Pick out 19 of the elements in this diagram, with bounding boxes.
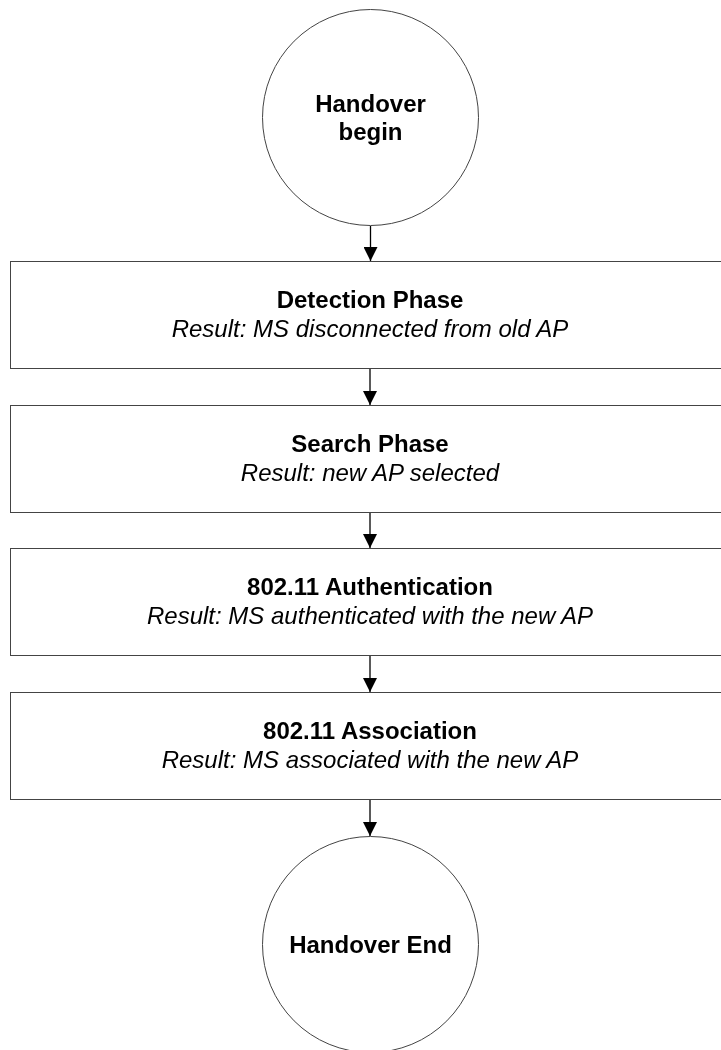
arrow [363, 655, 377, 693]
phase-result: Result: MS authenticated with the new AP [147, 601, 593, 632]
phase-title: 802.11 Association [263, 716, 477, 745]
phase-title: Detection Phase [276, 285, 464, 314]
process-box [10, 405, 721, 513]
arrow [363, 225, 378, 262]
phase-result: Result: MS associated with the new AP [161, 745, 579, 776]
process-box [10, 261, 721, 369]
phase-title: 802.11 Authentication [247, 572, 493, 601]
phase-result: Result: new AP selected [240, 458, 500, 489]
process-box [10, 548, 721, 656]
arrow [363, 368, 377, 406]
arrow [363, 799, 377, 837]
phase-result: Result: MS disconnected from old AP [171, 314, 569, 345]
terminal-label: Handover begin [314, 89, 427, 146]
arrow [363, 512, 377, 549]
terminal-label: Handover End [288, 930, 453, 959]
process-box [10, 692, 721, 800]
phase-title: Search Phase [291, 429, 449, 458]
